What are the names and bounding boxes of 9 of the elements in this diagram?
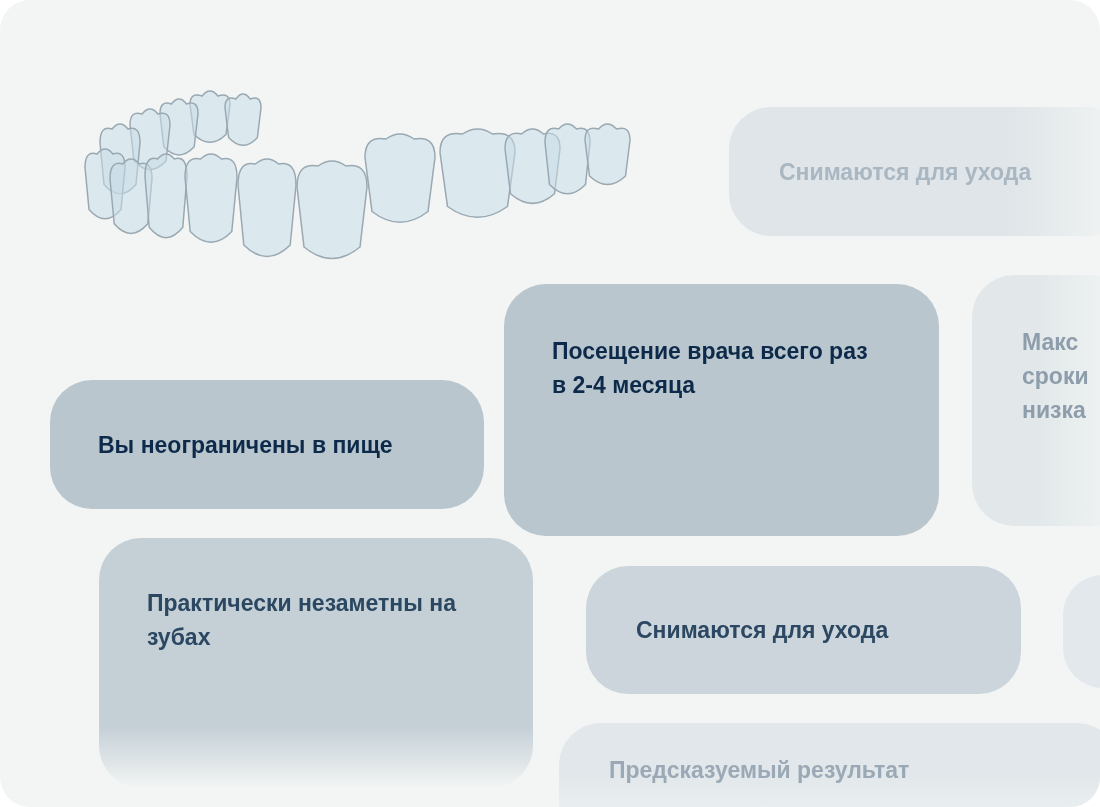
feature-card <box>504 284 939 536</box>
feature-text: Предсказуемый результат <box>609 756 910 785</box>
feature-text: Снимаются для ухода <box>636 616 889 645</box>
feature-card <box>50 380 484 509</box>
feature-text: Практически незаметны на зубах <box>147 589 458 652</box>
feature-text: Вы неограничены в пище <box>98 430 393 460</box>
feature-card <box>586 566 1021 694</box>
feature-text: Макс сроки низка <box>1022 328 1090 425</box>
feature-text: Посещение врача всего раз в 2-4 месяца <box>552 337 869 400</box>
